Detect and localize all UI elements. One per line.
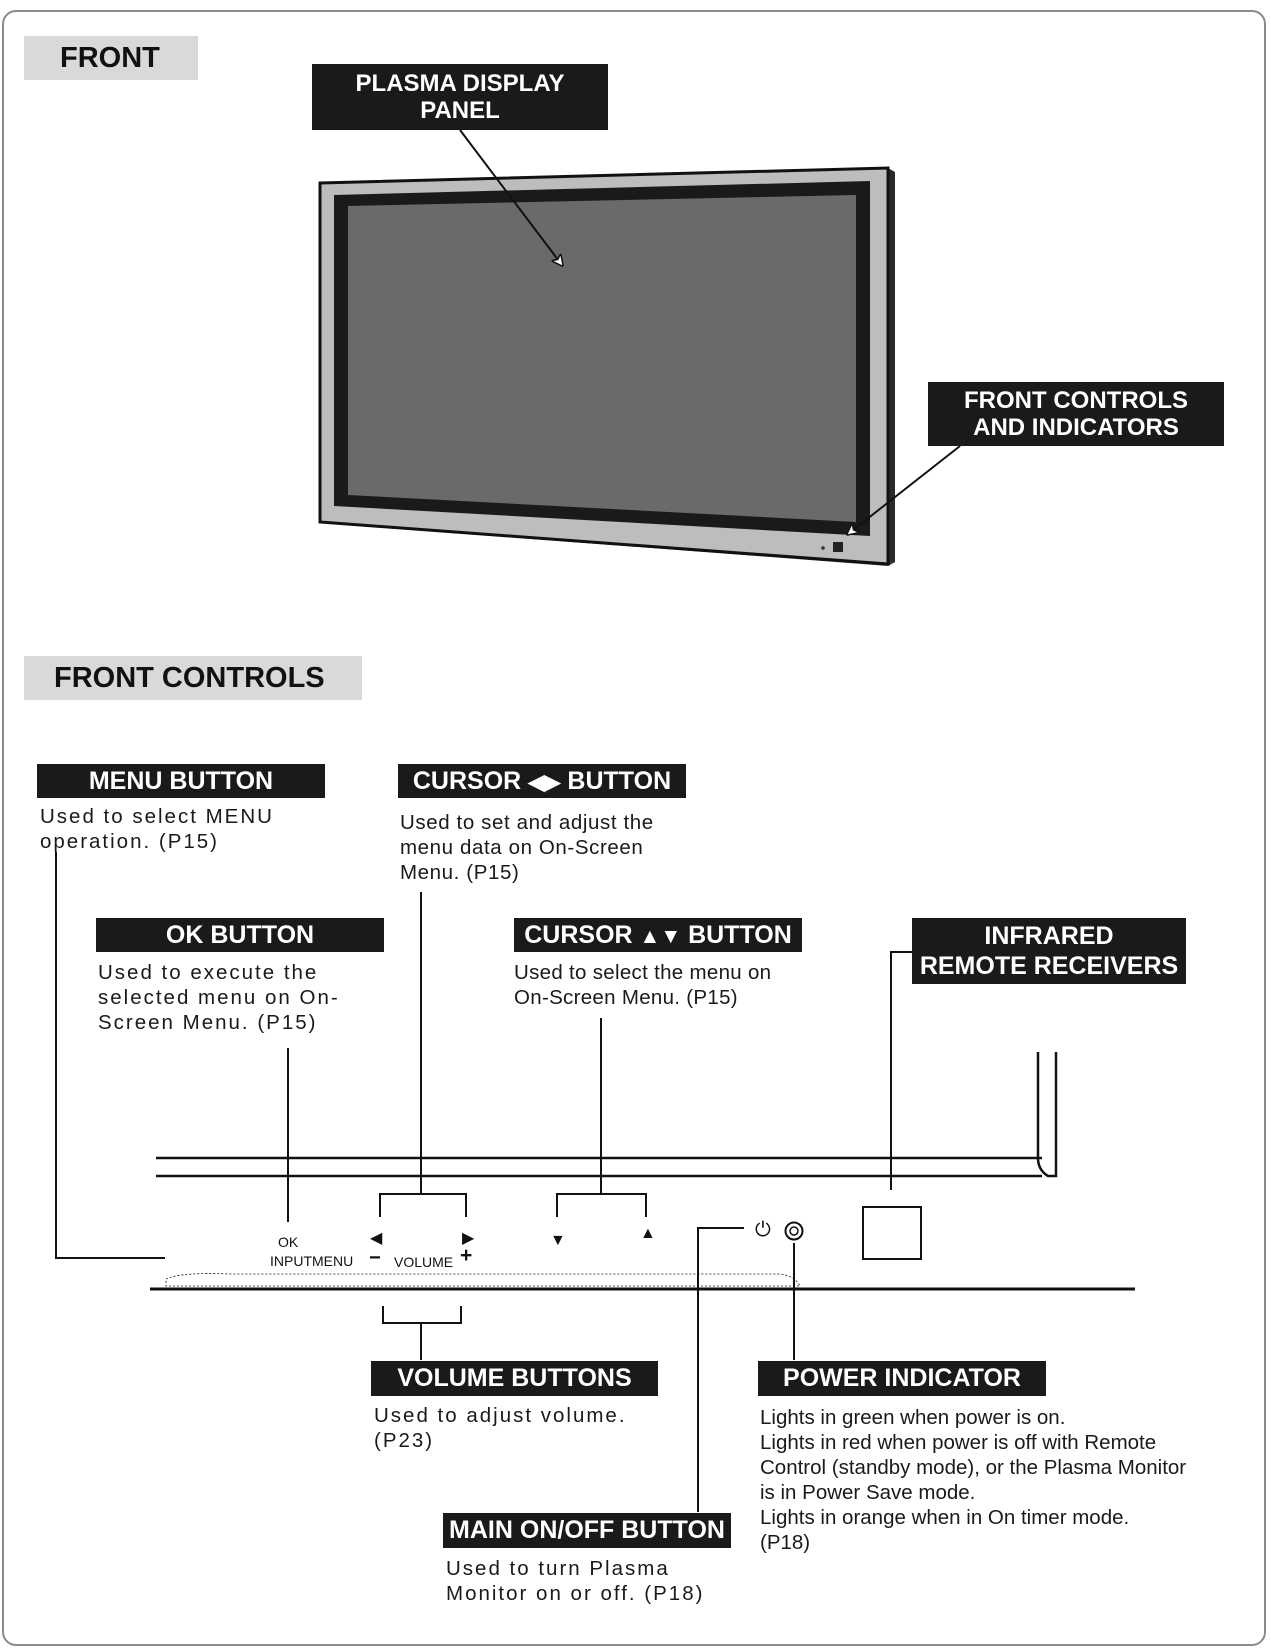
cursor-ud-title-post: BUTTON xyxy=(688,921,792,949)
ok-marking: OK xyxy=(278,1234,299,1250)
volume-plus-icon: + xyxy=(460,1244,473,1267)
volume-marking: VOLUME xyxy=(394,1254,454,1270)
plasma-panel-pointer xyxy=(459,129,562,265)
infrared-receivers-label: INFRARED REMOTE RECEIVERS xyxy=(912,918,1186,984)
volume-minus-icon: − xyxy=(369,1247,381,1269)
leader-lines xyxy=(55,852,912,1512)
controls-label-line2: AND INDICATORS xyxy=(973,414,1179,441)
cursor-up-down-label: CURSOR ▲▼ BUTTON xyxy=(514,918,802,952)
plasma-label-line2: PANEL xyxy=(420,97,500,124)
volume-buttons-label: VOLUME BUTTONS xyxy=(371,1361,658,1396)
volume-buttons-desc: Used to adjust volume. (P23) xyxy=(374,1404,627,1452)
front-controls-mark xyxy=(833,542,843,552)
ok-button-label: OK BUTTON xyxy=(96,918,384,952)
page-frame xyxy=(2,10,1266,1646)
plasma-display-panel-label: PLASMA DISPLAY PANEL xyxy=(312,64,608,130)
down-arrow-icon: ▼ xyxy=(550,1232,566,1249)
up-arrow-icon: ▲ xyxy=(640,1225,656,1242)
controls-label-line1: FRONT CONTROLS xyxy=(964,387,1188,414)
cursor-lr-title-pre: CURSOR xyxy=(412,767,522,795)
plasma-label-line1: PLASMA DISPLAY xyxy=(355,70,565,97)
power-indicator-label: POWER INDICATOR xyxy=(758,1361,1046,1396)
section-front-controls: FRONT CONTROLS xyxy=(24,656,362,700)
infrared-title-line1: INFRARED xyxy=(984,922,1114,950)
menu-button-desc: Used to select MENU operation. (P15) xyxy=(40,805,274,853)
infrared-title-line2: REMOTE RECEIVERS xyxy=(919,952,1179,980)
ok-button-desc: Used to execute the selected menu on On-… xyxy=(98,961,340,1034)
front-controls-indicators-label: FRONT CONTROLS AND INDICATORS xyxy=(928,382,1224,446)
cursor-up-down-desc: Used to select the menu on On-Screen Men… xyxy=(514,961,772,1009)
left-arrow-icon: ◀ xyxy=(370,1230,383,1247)
cursor-left-right-desc: Used to set and adjust the menu data on … xyxy=(400,811,654,884)
cursor-ud-title-pre: CURSOR xyxy=(524,921,633,949)
main-on-off-desc: Used to turn Plasma Monitor on or off. (… xyxy=(446,1557,705,1605)
power-symbol-icon: ⏻ xyxy=(755,1219,771,1241)
section-front: FRONT xyxy=(24,36,198,80)
control-panel-drawing xyxy=(150,1052,1135,1291)
cursor-ud-arrows-icon: ▲▼ xyxy=(639,925,682,948)
right-arrow-icon: ▶ xyxy=(462,1230,475,1247)
input-menu-marking: INPUTMENU xyxy=(270,1253,354,1269)
cursor-lr-arrows-icon: ◀▶ xyxy=(528,771,561,794)
cursor-lr-title-post: BUTTON xyxy=(567,767,672,795)
front-controls-pointer xyxy=(848,445,961,534)
plasma-monitor-illustration xyxy=(318,166,895,566)
power-indicator-desc: Lights in green when power is on. Lights… xyxy=(760,1406,1187,1554)
main-on-off-label: MAIN ON/OFF BUTTON xyxy=(443,1513,731,1548)
menu-button-label: MENU BUTTON xyxy=(37,764,325,798)
cursor-left-right-label: CURSOR ◀▶ BUTTON xyxy=(398,764,686,798)
